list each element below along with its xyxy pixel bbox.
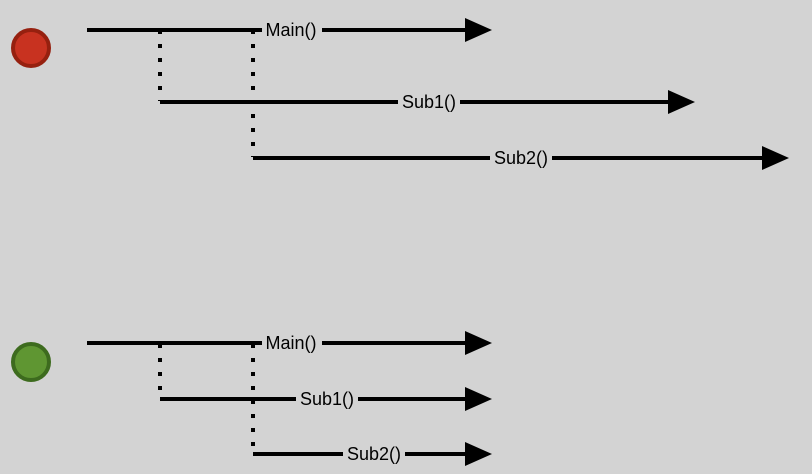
arrow-head-sub1 xyxy=(668,90,695,114)
green-circle-icon xyxy=(11,342,51,382)
arrow-head-sub2 xyxy=(465,442,492,466)
panel-bottom: Main() Sub1() Sub2() xyxy=(11,331,492,466)
label-halo xyxy=(296,388,358,410)
label-halo xyxy=(490,147,552,169)
panel-top: Main() Sub1() Sub2() xyxy=(11,18,789,170)
arrow-head-sub2 xyxy=(762,146,789,170)
thread-label-sub1: Sub1() xyxy=(300,389,354,409)
thread-label-sub2: Sub2() xyxy=(347,444,401,464)
label-halo xyxy=(262,19,322,41)
label-halo xyxy=(343,443,405,465)
arrow-head-main xyxy=(465,18,492,42)
label-halo xyxy=(398,91,460,113)
thread-label-sub1: Sub1() xyxy=(402,92,456,112)
thread-label-sub2: Sub2() xyxy=(494,148,548,168)
arrow-head-main xyxy=(465,331,492,355)
red-circle-icon xyxy=(11,28,51,68)
thread-label-main: Main() xyxy=(265,20,316,40)
arrow-head-sub1 xyxy=(465,387,492,411)
thread-label-main: Main() xyxy=(265,333,316,353)
label-halo xyxy=(262,332,322,354)
